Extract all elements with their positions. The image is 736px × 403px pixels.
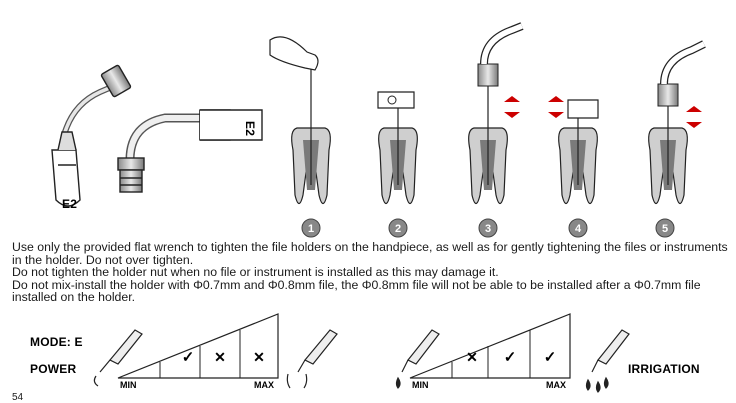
tooth-step-3 — [468, 22, 524, 205]
power-scale: ✓ ✕ ✕ MIN MAX — [117, 313, 279, 390]
power-label: POWER — [30, 362, 76, 376]
tooth-step-4 — [548, 96, 599, 205]
holder-label-left: E2 — [62, 197, 77, 211]
power-mark-3: ✕ — [253, 349, 265, 365]
step-badges: 1 2 3 4 5 — [301, 218, 675, 238]
step-badge-4 — [568, 218, 588, 238]
tooth-steps — [269, 22, 706, 205]
step-badge-1 — [301, 218, 321, 238]
step-number-5: 5 — [662, 223, 668, 235]
power-irrigation-scales: MODE: E POWER ✓ ✕ ✕ MIN MAX ✕ ✓ — [30, 313, 700, 393]
power-mark-1: ✓ — [182, 349, 195, 366]
step-number-4: 4 — [575, 223, 582, 235]
irrigation-min-label: MIN — [412, 380, 429, 390]
handpiece-icon-left — [93, 329, 143, 387]
step-number-1: 1 — [308, 223, 314, 235]
irrigation-label: IRRIGATION — [628, 362, 700, 376]
holder-with-wrench-illustration — [51, 64, 132, 207]
irrigation-mark-1: ✕ — [466, 349, 478, 365]
irrigation-max-label: MAX — [546, 380, 566, 390]
spray-handpiece-icon — [585, 329, 630, 393]
installation-illustrations: E2 E2 — [51, 22, 706, 238]
step-number-2: 2 — [395, 223, 401, 235]
irrigation-mark-2: ✓ — [504, 349, 517, 366]
irrigation-scale: ✕ ✓ ✓ MIN MAX — [409, 313, 571, 390]
vibrating-handpiece-icon — [286, 329, 338, 389]
power-min-label: MIN — [120, 380, 137, 390]
holder-with-tag-illustration — [117, 109, 263, 193]
tooth-step-1 — [269, 36, 331, 205]
drop-handpiece-icon — [395, 329, 440, 389]
power-mark-2: ✕ — [214, 349, 226, 365]
step-number-3: 3 — [485, 223, 491, 235]
power-max-label: MAX — [254, 380, 274, 390]
tooth-step-2 — [377, 91, 418, 205]
page-number: 54 — [12, 392, 24, 403]
instruction-3: Do not mix-install the holder with Φ0.7m… — [12, 277, 701, 305]
instruction-1: Use only the provided flat wrench to tig… — [12, 240, 728, 267]
irrigation-mark-3: ✓ — [544, 349, 557, 366]
mode-label: MODE: E — [30, 335, 83, 349]
step-badge-3 — [478, 218, 498, 238]
step-badge-2 — [388, 218, 408, 238]
holder-label-right: E2 — [243, 121, 257, 136]
step-badge-5 — [655, 218, 675, 238]
tooth-step-5 — [648, 40, 706, 205]
instruction-2: Do not tighten the holder nut when no fi… — [12, 265, 499, 280]
instructions-text: Use only the provided flat wrench to tig… — [12, 241, 728, 304]
